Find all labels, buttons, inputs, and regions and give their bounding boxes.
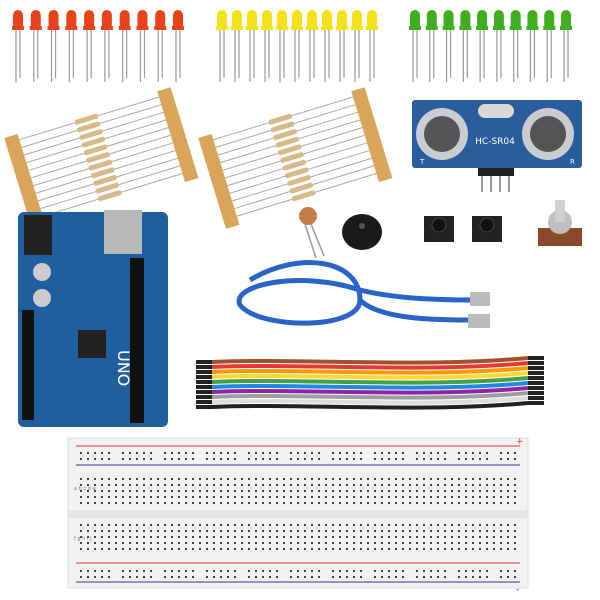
led-yellow [216,10,228,82]
led-green [459,10,472,82]
usb-cable [236,260,490,328]
led-red [47,10,60,82]
led-green [492,10,505,82]
jumper-wire [211,396,529,405]
board-label: UNO [114,350,133,386]
jumper-wire [211,356,529,365]
ultrasonic-sensor: HC-SR04 T R [412,100,582,192]
led-red [136,10,149,82]
led-rows [12,10,572,82]
jumper-wire [211,366,529,375]
led-yellow [231,10,243,82]
rail-minus: - [516,585,519,595]
jumper-wire [211,386,529,395]
jumper-wire [211,401,529,410]
led-yellow [336,10,348,82]
sensor-t-mark: T [419,158,425,166]
led-red [12,10,24,82]
led-green [509,10,522,82]
jumper-wire [211,371,529,380]
jumper-wires [196,356,544,410]
led-red [172,10,184,82]
led-red [100,10,113,82]
potentiometer [538,200,582,246]
led-yellow [261,10,273,82]
led-yellow [276,10,288,82]
push-buttons [424,216,502,242]
led-yellow [291,10,303,82]
resistor-strips [4,87,393,229]
photoresistor [299,207,325,259]
resistor-strip [198,87,393,229]
led-yellow [366,10,378,82]
led-yellow [306,10,318,82]
row-letters-bottom: f g h i j [74,536,91,542]
led-green [409,10,421,82]
led-green [526,10,539,82]
resistor-strip [4,87,199,229]
jumper-wire [211,381,529,390]
arduino-uno-board: UNO [18,210,168,427]
jumper-wire [211,391,529,400]
led-red [118,10,131,82]
rail-plus: + [516,437,524,447]
jumper-wire [211,361,529,370]
buzzer [342,214,382,250]
led-green [543,10,556,82]
led-red [29,10,42,82]
led-green [442,10,455,82]
sensor-r-mark: R [570,158,575,166]
led-green [425,10,438,82]
led-red [83,10,96,82]
led-green [476,10,489,82]
led-yellow [321,10,333,82]
jumper-wire [211,376,529,385]
led-yellow [246,10,258,82]
led-yellow [351,10,363,82]
row-letters-top: a b c d e [74,486,96,492]
led-green [560,10,572,82]
led-red [154,10,167,82]
led-red [65,10,78,82]
sensor-label: HC-SR04 [475,137,515,147]
breadboard: + - a b c d e f g h i j [67,437,529,595]
